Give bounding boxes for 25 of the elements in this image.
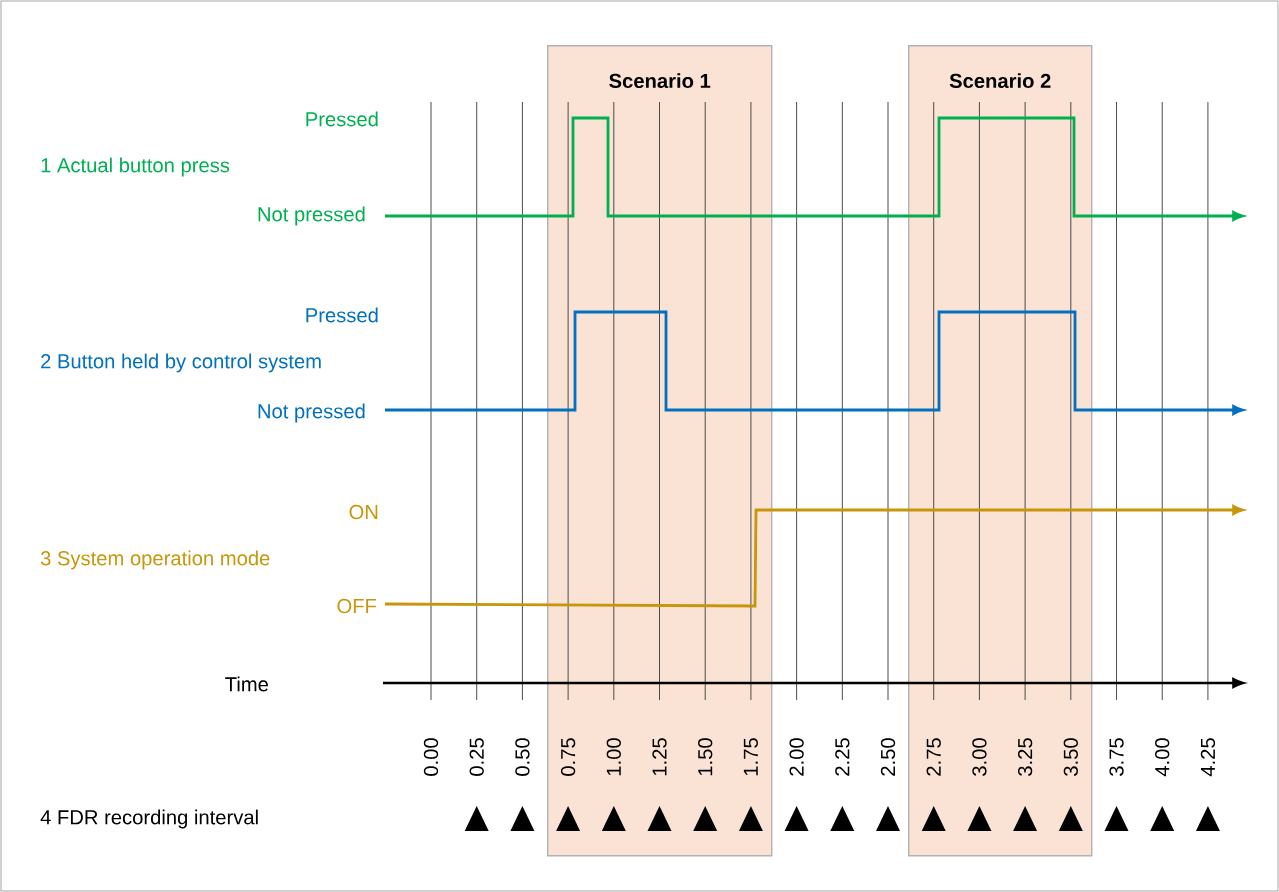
tick-label: 3.00 [972,738,987,776]
tick-label: 1.75 [743,738,758,776]
tick-label: 1.00 [606,738,621,776]
tick-label: 2.25 [835,738,850,776]
tick-label: 0.75 [560,738,576,776]
signal-name: 2 Button held by control system [41,353,321,373]
level-label: ON [349,504,378,520]
level-label: Not pressed [258,403,365,423]
signal-name: 1 Actual button press [41,157,230,177]
signal-name: 3 System operation mode [40,550,270,570]
tick-label: 4.25 [1200,738,1216,777]
level-label: Pressed [306,111,378,127]
tick-label: 2.75 [926,738,941,776]
tick-label: 1.50 [698,738,713,776]
level-label: Not pressed [258,206,365,226]
tick-label: 1.25 [652,738,667,776]
tick-label: 0.25 [469,738,484,776]
tick-label: 4.00 [1155,738,1170,777]
level-label: Pressed [306,307,378,323]
tick-label: 3.50 [1063,738,1078,776]
level-label: OFF [337,598,377,614]
row-label: 4 FDR recording interval [40,809,258,829]
tick-label: 3.25 [1017,738,1033,776]
axis-label: Time [225,676,268,692]
tick-label: 0.00 [423,738,439,776]
